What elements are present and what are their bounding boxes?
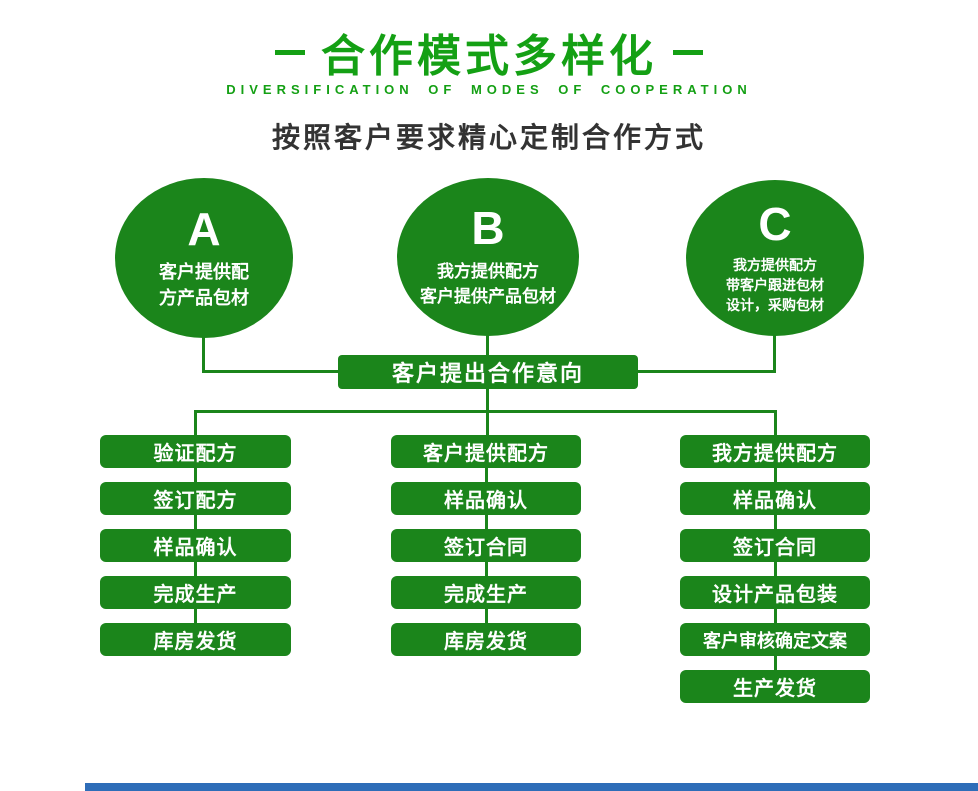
mode-ellipse-a: A 客户提供配 方产品包材 (115, 178, 293, 338)
mode-letter-a: A (187, 202, 221, 255)
flow-step: 客户提供配方 (391, 435, 581, 468)
step-connector (484, 468, 488, 482)
intent-box: 客户提出合作意向 (338, 355, 638, 389)
mode-c-text-line: 带客户跟进包材 (726, 277, 824, 293)
step-connector (773, 656, 777, 670)
connector-b-vertical (486, 332, 489, 356)
step-connector (194, 609, 197, 623)
flow-column-a: 验证配方 签订配方 样品确认 完成生产 库房发货 (100, 435, 291, 656)
flow-step: 验证配方 (100, 435, 291, 468)
connector-a-horizontal (202, 370, 338, 373)
flow-step: 完成生产 (100, 576, 291, 609)
title-rule-right (673, 49, 703, 55)
connector-branch-middle (486, 410, 489, 435)
connector-c-horizontal (638, 370, 776, 373)
flow-step: 样品确认 (100, 529, 291, 562)
mode-a-text-line: 方产品包材 (159, 288, 249, 309)
mode-a-text-line: 客户提供配 (159, 262, 249, 283)
step-connector (773, 562, 777, 576)
step-connector (194, 515, 197, 529)
step-connector (194, 468, 197, 482)
connector-branch-horizontal (194, 410, 777, 413)
flow-step: 样品确认 (391, 482, 581, 515)
flow-step: 生产发货 (680, 670, 870, 703)
flow-step: 客户审核确定文案 (680, 623, 870, 656)
connector-a-vertical (202, 334, 205, 373)
flow-step: 库房发货 (100, 623, 291, 656)
bottom-accent-bar (85, 783, 978, 791)
mode-ellipse-c: C 我方提供配方 带客户跟进包材 设计，采购包材 (686, 180, 864, 336)
mode-b-text-line: 我方提供配方 (437, 261, 539, 281)
flow-step: 签订配方 (100, 482, 291, 515)
step-connector (484, 515, 488, 529)
flow-step: 样品确认 (680, 482, 870, 515)
flow-step: 设计产品包装 (680, 576, 870, 609)
mode-c-text-line: 我方提供配方 (733, 256, 817, 273)
connector-c-vertical (773, 334, 776, 373)
step-connector (773, 468, 777, 482)
step-connector (773, 609, 777, 623)
mode-b-text-line: 客户提供产品包材 (420, 287, 556, 307)
subtitle-english: DIVERSIFICATION OF MODES OF COOPERATION (226, 82, 752, 97)
mode-letter-c: C (758, 198, 792, 251)
flow-step: 签订合同 (680, 529, 870, 562)
page-title: 合作模式多样化 (321, 32, 657, 81)
connector-branch-right (774, 410, 777, 435)
step-connector (194, 562, 197, 576)
flow-step: 签订合同 (391, 529, 581, 562)
page-title-row: 合作模式多样化 (0, 20, 978, 84)
flow-step: 我方提供配方 (680, 435, 870, 468)
flow-step: 完成生产 (391, 576, 581, 609)
step-connector (484, 609, 488, 623)
flow-column-b: 客户提供配方 样品确认 签订合同 完成生产 库房发货 (391, 435, 581, 656)
connector-intent-down (486, 389, 489, 412)
flow-column-c: 我方提供配方 样品确认 签订合同 设计产品包装 客户审核确定文案 生产发货 (680, 435, 870, 703)
title-rule-left (275, 49, 305, 55)
mode-c-text-line: 设计，采购包材 (726, 297, 824, 314)
flow-step: 库房发货 (391, 623, 581, 656)
mode-letter-b: B (471, 202, 505, 255)
subtitle-chinese: 按照客户要求精心定制合作方式 (271, 122, 706, 153)
mode-ellipse-b: B 我方提供配方 客户提供产品包材 (397, 178, 579, 336)
step-connector (773, 515, 777, 529)
connector-branch-left (194, 410, 197, 435)
step-connector (484, 562, 488, 576)
